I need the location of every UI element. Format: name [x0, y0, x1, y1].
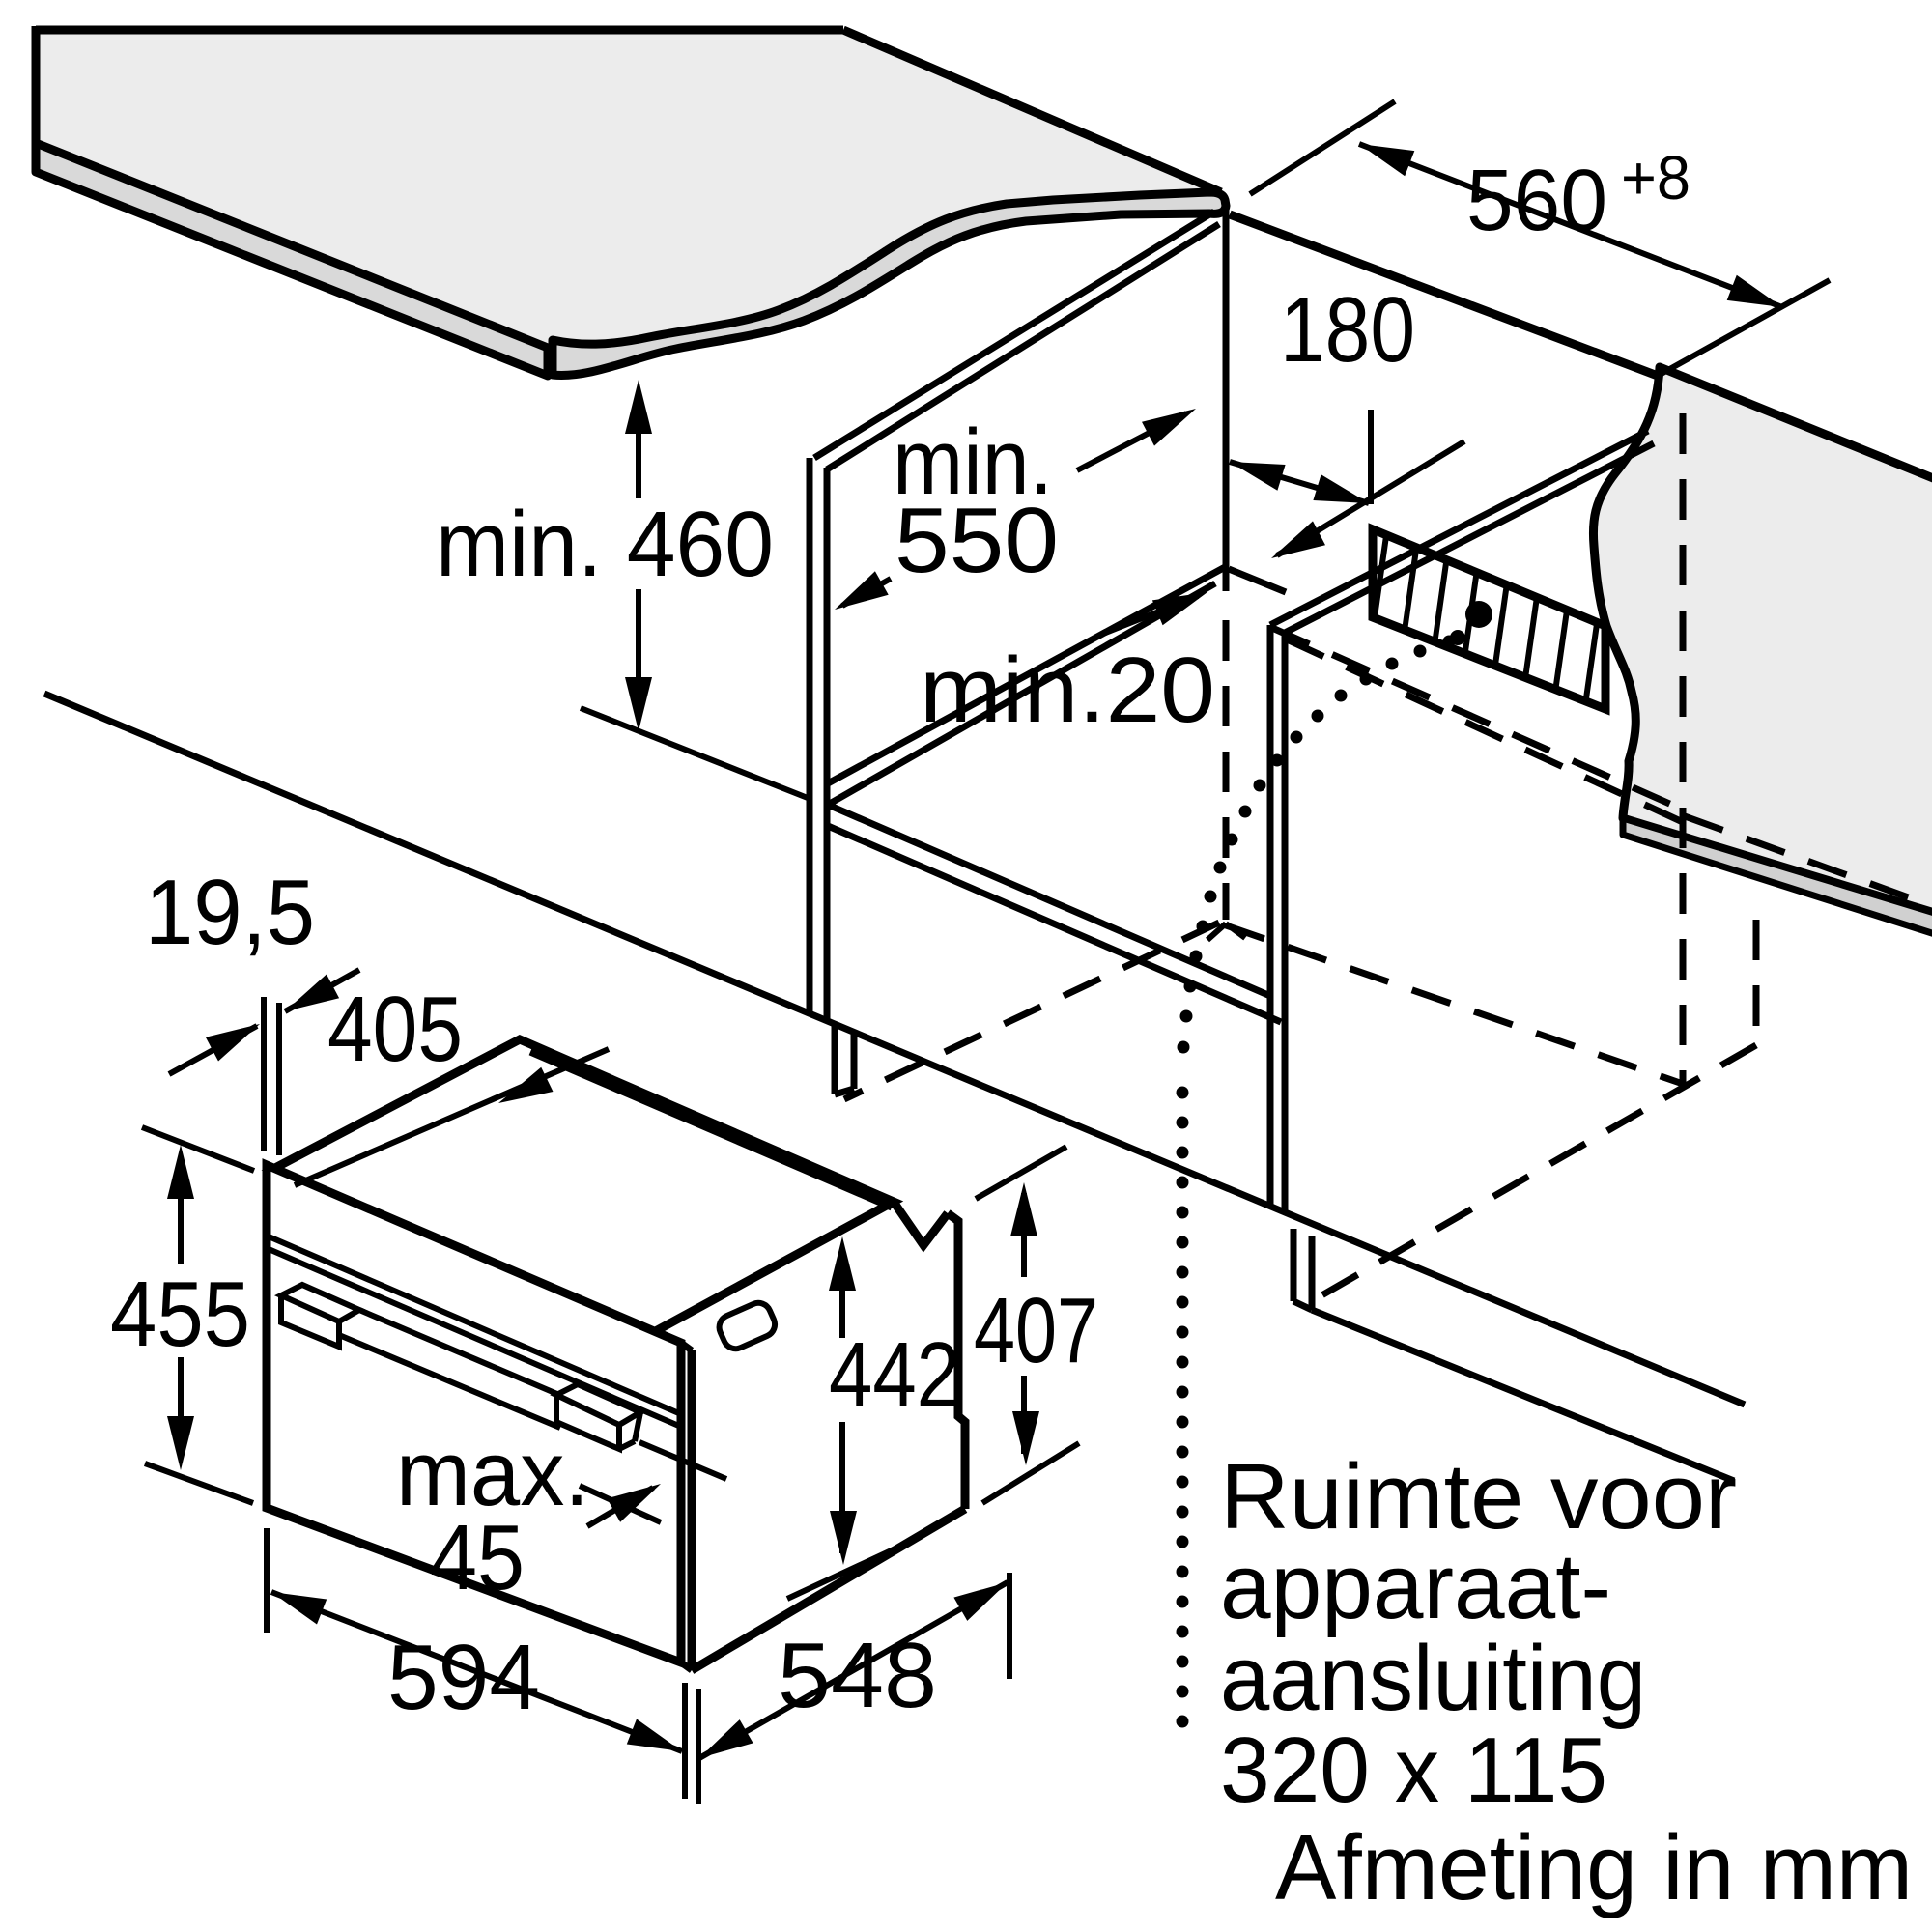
svg-text:apparaat-: apparaat-: [1220, 1535, 1611, 1638]
svg-text:Ruimte voor: Ruimte voor: [1220, 1445, 1737, 1548]
svg-text:442: 442: [829, 1323, 960, 1427]
svg-text:550: 550: [895, 489, 1059, 592]
svg-text:180: 180: [1280, 278, 1415, 382]
svg-text:560: 560: [1466, 153, 1607, 249]
svg-text:min. 460: min. 460: [436, 493, 774, 596]
svg-text:19,5: 19,5: [145, 861, 315, 964]
svg-text:Afmeting in mm: Afmeting in mm: [1275, 1816, 1913, 1919]
svg-text:320 x 115: 320 x 115: [1220, 1719, 1607, 1822]
svg-text:407: 407: [974, 1279, 1098, 1382]
svg-text:548: 548: [778, 1624, 937, 1727]
svg-text:455: 455: [110, 1263, 250, 1366]
svg-text:405: 405: [327, 978, 463, 1081]
svg-text:min.20: min.20: [920, 639, 1215, 742]
svg-text:min.: min.: [893, 411, 1053, 514]
svg-text:+8: +8: [1621, 143, 1690, 213]
svg-text:aansluiting: aansluiting: [1220, 1627, 1646, 1730]
svg-text:594: 594: [387, 1626, 540, 1729]
svg-text:max.: max.: [396, 1422, 589, 1525]
svg-text:45: 45: [430, 1506, 525, 1609]
